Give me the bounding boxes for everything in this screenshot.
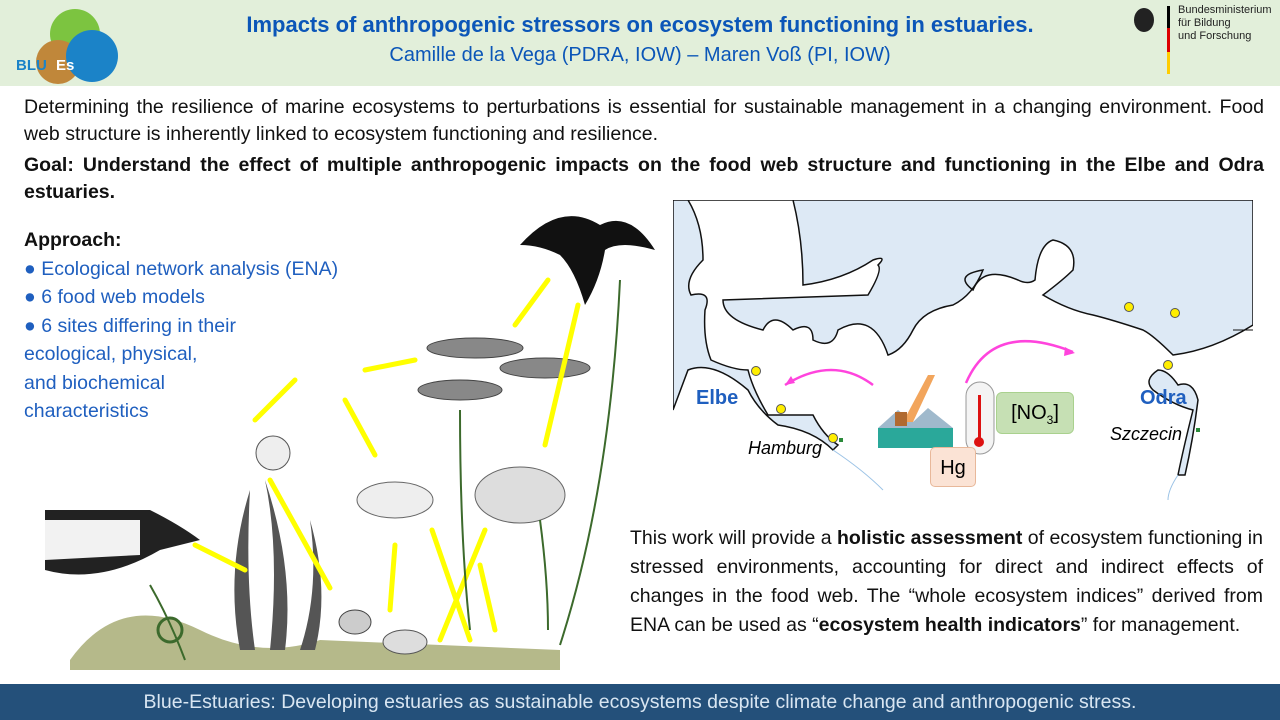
approach-heading: Approach: (24, 229, 122, 251)
crab (382, 629, 428, 655)
ministry-line: für Bildung (1178, 17, 1231, 29)
no3-bracket: ] (1053, 402, 1059, 424)
summary-text: This work will provide a (630, 527, 837, 549)
intro-paragraph: Determining the resilience of marine eco… (24, 96, 1264, 145)
cormorant (520, 216, 655, 305)
eagle-icon (1134, 6, 1170, 74)
dredger-icon (878, 375, 953, 448)
approach-item: characteristics (24, 400, 149, 422)
approach-section: Approach: ● Ecological network analysis … (24, 226, 338, 426)
poster-title: Impacts of anthropogenic stressors on ec… (246, 12, 1034, 37)
mussel (338, 609, 372, 635)
pink-arrow (964, 339, 1074, 384)
hamburg-marker (839, 438, 843, 442)
footer-banner: Blue-Estuaries: Developing estuaries as … (0, 684, 1280, 720)
approach-item: ● Ecological network analysis (ENA) (24, 257, 339, 280)
food-web-illustration (45, 216, 655, 670)
recycling-icon (156, 616, 184, 644)
perch (356, 481, 434, 519)
green-arrows (149, 279, 621, 661)
szczecin-marker (1196, 428, 1200, 432)
hamburg-label: Hamburg (748, 438, 823, 458)
pink-arrow (784, 368, 874, 387)
goal-paragraph: Goal: Understand the effect of multiple … (24, 152, 1264, 206)
goal-label: Goal (24, 154, 68, 176)
arrow (192, 277, 581, 643)
svg-text:Es: Es (56, 57, 74, 74)
no3-text: [NO (1011, 402, 1047, 424)
summary-paragraph: This work will provide a holistic assess… (630, 524, 1263, 640)
eider-white (45, 520, 140, 560)
seagrass (234, 480, 322, 650)
approach-item: ecological, physical, (24, 343, 198, 365)
summary-bold: holistic assessment (837, 527, 1023, 549)
ministry-line: Bundesministerium (1178, 4, 1272, 16)
header: BLU Es Impacts of anthropogenic stressor… (0, 0, 1280, 86)
approach-item: and biochemical (24, 371, 165, 394)
summary-text: ” for management. (1080, 614, 1241, 636)
hg-box: Hg (930, 447, 976, 487)
fish (417, 337, 591, 401)
summary-text: of ecosystem functioning in stressed env… (630, 527, 1263, 636)
authors: Camille de la Vega (PDRA, IOW) – Maren V… (389, 44, 891, 66)
goal-text: : Understand the effect of multiple anth… (24, 154, 1264, 203)
no3-subscript: 3 (1046, 413, 1054, 427)
summary-bold: ecosystem health indicators (818, 614, 1081, 636)
ministry-line: und Forschung (1178, 30, 1252, 42)
szczecin-label: Szczecin (1110, 424, 1183, 444)
odra-label: Odra (1140, 387, 1187, 409)
svg-text:BLU: BLU (16, 57, 47, 74)
estuary-map: Elbe Odra Hamburg Szczecin Hg [NO3] (673, 200, 1253, 500)
thermometer-icon (965, 381, 995, 455)
no3-box: [NO3] (996, 392, 1074, 434)
approach-item: ● 6 sites differing in their (24, 314, 236, 337)
site-markers (751, 302, 1180, 443)
approach-item: ● 6 food web models (24, 286, 205, 308)
flatfish (474, 466, 566, 524)
plankton (255, 435, 291, 471)
elbe-label: Elbe (696, 387, 739, 409)
blues-logo: BLU Es (16, 9, 118, 84)
yellow-arrows (192, 277, 581, 643)
